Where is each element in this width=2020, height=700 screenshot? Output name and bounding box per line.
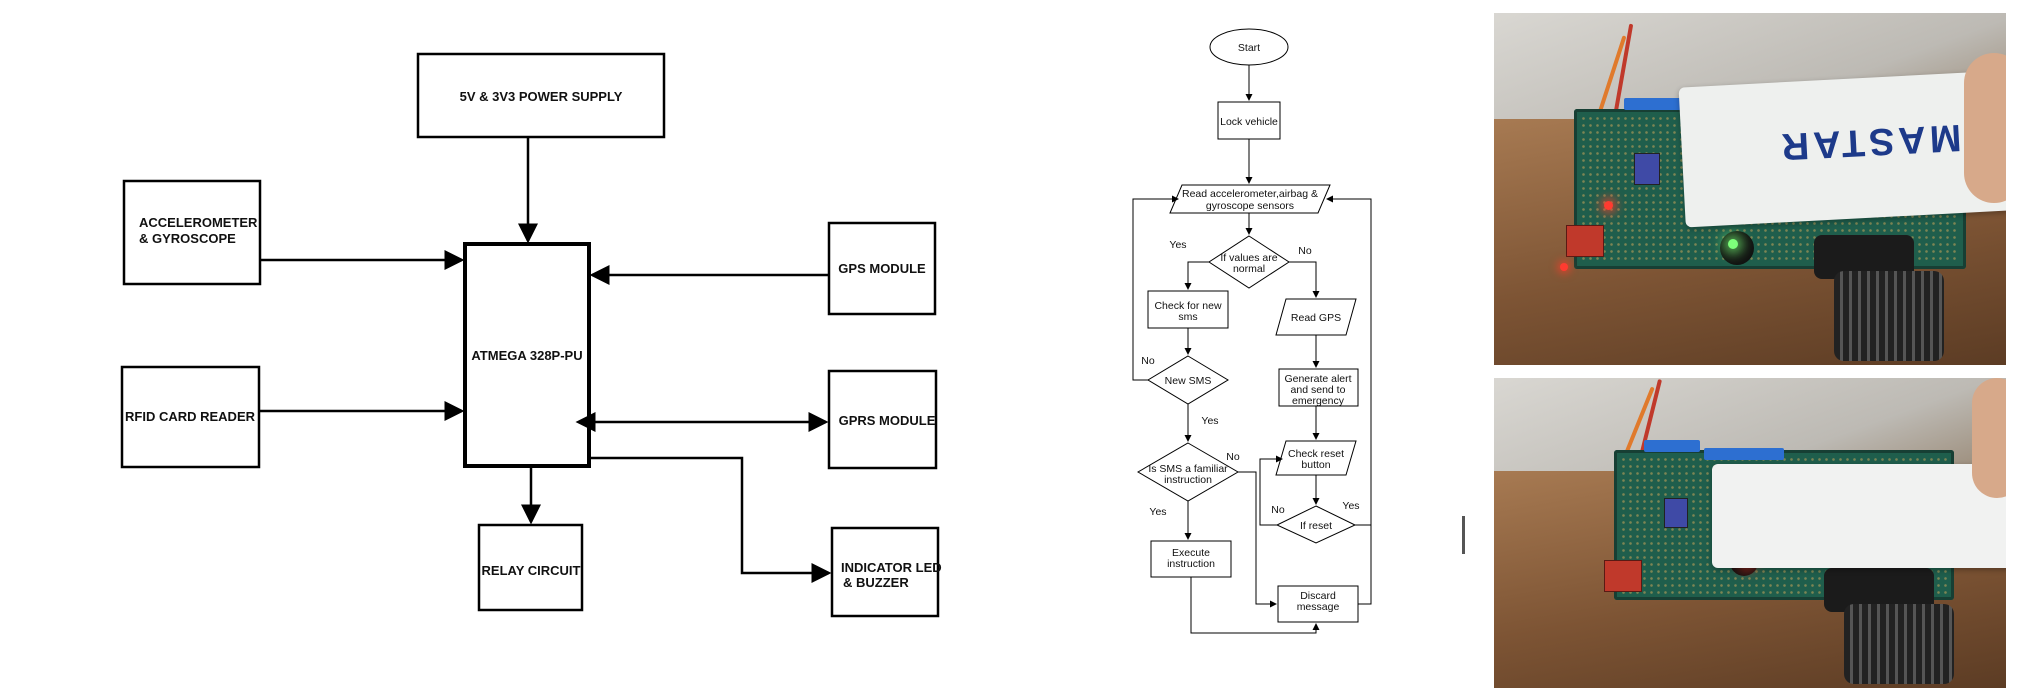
check-sms-label-2: sms: [1178, 311, 1197, 323]
buzzer: [1720, 231, 1754, 265]
sensor-module: [1664, 498, 1688, 528]
power-supply-block: 5V & 3V3 POWER SUPPLY: [416, 52, 666, 139]
ribbon-cable: [1844, 604, 1954, 684]
yes-label: Yes: [1149, 506, 1166, 518]
discard-label-2: message: [1297, 601, 1340, 613]
start-label: Start: [1238, 42, 1260, 54]
mcu-block: ATMEGA 328P-PU: [463, 242, 591, 468]
card-label: MASTAR: [1776, 115, 1963, 168]
execute-label-1: Execute: [1172, 547, 1210, 559]
flow-line: [1358, 525, 1372, 605]
flow-arrow: [1289, 261, 1320, 298]
yes-label: Yes: [1201, 415, 1218, 427]
relay-block: RELAY CIRCUIT: [477, 523, 584, 612]
green-led: [1728, 239, 1738, 249]
flow-arrow: [1190, 577, 1320, 634]
indicator-block: INDICATOR LED & BUZZER: [830, 526, 942, 618]
scroll-indicator: [1462, 516, 1465, 554]
accelerometer-label-line2: & GYROSCOPE: [139, 231, 236, 246]
finger: [1964, 53, 2006, 203]
terminal-block: [1704, 448, 1784, 460]
no-label: No: [1141, 355, 1155, 367]
red-led: [1604, 201, 1613, 210]
rfid-label: RFID CARD READER: [125, 409, 256, 424]
mcu-to-indicator-arrow: [589, 456, 832, 583]
mcu-label: ATMEGA 328P-PU: [471, 348, 582, 363]
accelerometer-block: ACCELEROMETER & GYROSCOPE: [122, 179, 262, 286]
flow-arrow: [1184, 261, 1209, 290]
check-reset-label-1: Check reset: [1288, 448, 1344, 460]
execute-label-2: instruction: [1167, 558, 1215, 570]
gsm-module: [1566, 225, 1604, 257]
gsm-module: [1604, 560, 1642, 592]
values-normal-label-2: normal: [1233, 263, 1265, 275]
ribbon-cable: [1834, 271, 1944, 361]
values-normal-decision: [1208, 235, 1290, 289]
alert-label-2: and send to: [1291, 384, 1346, 396]
block-diagram: 5V & 3V3 POWER SUPPLY ACCELEROMETER & GY…: [120, 52, 942, 618]
hardware-photo-with-card: MASTAR: [1494, 13, 2006, 365]
if-reset-decision: [1275, 505, 1357, 544]
new-sms-label: New SMS: [1165, 375, 1212, 387]
terminal-block: [1644, 440, 1700, 452]
familiar-label-1: Is SMS a familiar: [1148, 463, 1228, 475]
check-reset-io: [1275, 440, 1357, 476]
values-normal-label-1: If values are: [1220, 252, 1277, 264]
sensor-module: [1634, 153, 1660, 185]
read-sensors-label-1: Read accelerometer,airbag &: [1182, 188, 1318, 200]
no-label: No: [1271, 504, 1285, 516]
gprs-label: GPRS MODULE: [839, 413, 936, 428]
indicator-label-line2: & BUZZER: [843, 575, 909, 590]
relay-label: RELAY CIRCUIT: [482, 563, 581, 578]
gps-block: GPS MODULE: [827, 221, 937, 316]
discard-label-1: Discard: [1300, 590, 1336, 602]
flowchart: Start Lock vehicle Read accelerometer,ai…: [1132, 28, 1372, 634]
rfid-block: RFID CARD READER: [120, 365, 261, 469]
yes-label: Yes: [1169, 239, 1186, 251]
flow-arrow: [1259, 455, 1283, 526]
power-supply-label: 5V & 3V3 POWER SUPPLY: [460, 89, 623, 104]
check-sms-label-1: Check for new: [1154, 300, 1222, 312]
gps-label: GPS MODULE: [838, 261, 926, 276]
no-label: No: [1226, 451, 1240, 463]
if-reset-label: If reset: [1300, 520, 1332, 532]
execute-process: [1150, 540, 1232, 578]
terminal-block: [1624, 98, 1684, 110]
alert-process: [1278, 368, 1359, 407]
alert-label-1: Generate alert: [1284, 373, 1351, 385]
rfid-card: MASTAR: [1678, 70, 2006, 228]
flow-arrow: [1326, 195, 1372, 526]
read-gps-label: Read GPS: [1291, 312, 1341, 324]
familiar-label-2: instruction: [1164, 474, 1212, 486]
yes-label: Yes: [1342, 500, 1359, 512]
lock-process: [1217, 101, 1281, 140]
gprs-block: GPRS MODULE: [827, 369, 938, 470]
no-label: No: [1298, 245, 1312, 257]
accelerometer-label-line1: ACCELEROMETER: [139, 215, 258, 230]
read-sensors-io: [1169, 184, 1331, 214]
flow-arrow: [1132, 195, 1179, 381]
red-led: [1560, 263, 1568, 271]
read-sensors-label-2: gyroscope sensors: [1206, 200, 1294, 212]
flow-arrow: [1238, 471, 1277, 608]
discard-process: [1277, 585, 1359, 623]
alert-label-3: emergency: [1292, 395, 1345, 407]
rfid-card-blank: [1712, 464, 2006, 568]
read-gps-io: [1275, 298, 1357, 336]
finger: [1972, 378, 2006, 498]
lock-label: Lock vehicle: [1220, 116, 1278, 128]
hardware-photo-card-reading: [1494, 378, 2006, 688]
check-reset-label-2: button: [1301, 459, 1330, 471]
indicator-label-line1: INDICATOR LED: [841, 560, 942, 575]
